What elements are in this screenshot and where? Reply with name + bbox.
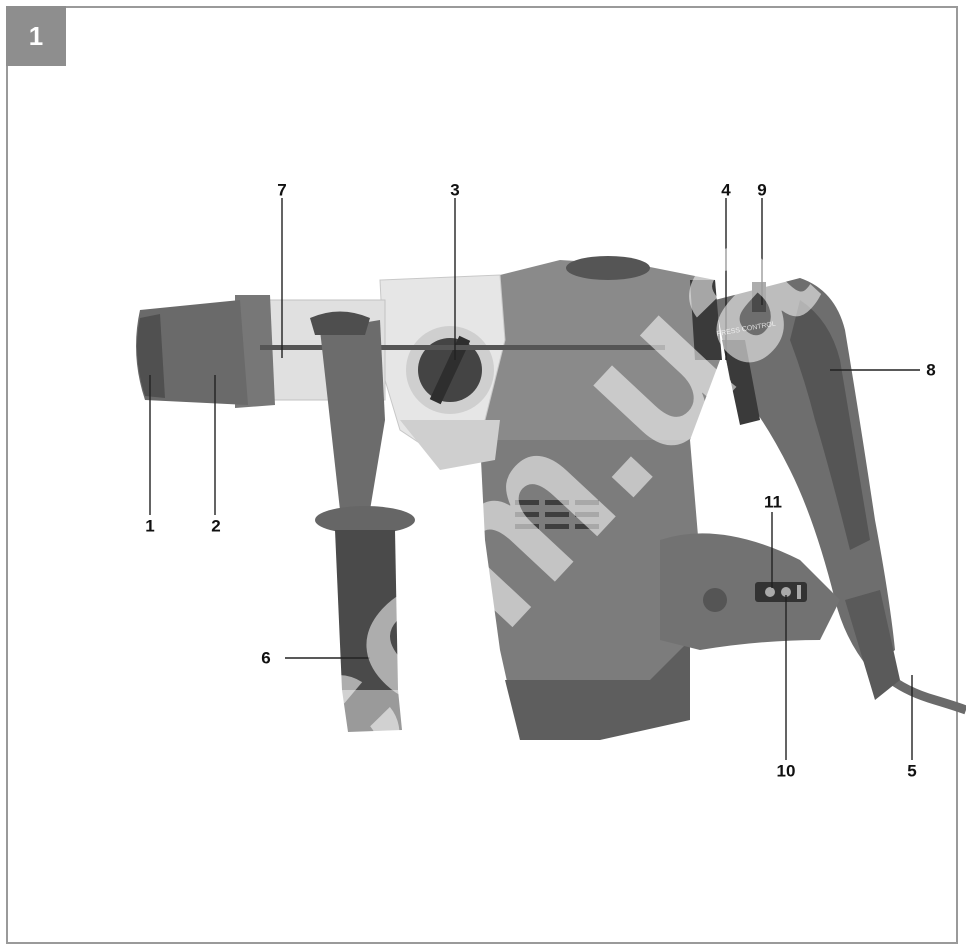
chuck-tip bbox=[136, 314, 165, 398]
callout-6: 6 bbox=[261, 648, 271, 668]
callout-1: 1 bbox=[145, 516, 155, 536]
cord-guard bbox=[845, 590, 900, 700]
callout-11: 11 bbox=[764, 492, 782, 512]
motor-bottom bbox=[505, 640, 690, 740]
front-housing-lower bbox=[400, 420, 500, 470]
handle-base bbox=[660, 533, 840, 650]
side-handle-cap bbox=[342, 690, 402, 732]
side-handle-clamp bbox=[310, 311, 370, 335]
callout-4: 4 bbox=[721, 180, 731, 200]
side-handle-flange bbox=[315, 506, 415, 534]
side-handle-arm bbox=[320, 320, 385, 510]
base-screw bbox=[703, 588, 727, 612]
callout-8: 8 bbox=[926, 360, 936, 380]
trigger-switch bbox=[722, 340, 760, 425]
rear-handle bbox=[715, 278, 895, 670]
figure-number-badge: 1 bbox=[6, 6, 66, 66]
side-handle-grip bbox=[335, 530, 398, 690]
depth-stop-rod bbox=[260, 345, 665, 350]
callout-10: 10 bbox=[776, 761, 796, 781]
callout-9: 9 bbox=[757, 180, 767, 200]
rear-ring bbox=[690, 280, 722, 360]
handle-grip-zone bbox=[790, 300, 870, 550]
callout-5: 5 bbox=[907, 761, 917, 781]
lock-button bbox=[752, 282, 766, 312]
top-cap bbox=[566, 256, 650, 280]
callout-7: 7 bbox=[277, 180, 287, 200]
leader-lines bbox=[149, 198, 920, 760]
vent-slots bbox=[515, 500, 599, 529]
callout-2: 2 bbox=[211, 516, 221, 536]
chuck-sleeve bbox=[136, 300, 248, 405]
callout-3: 3 bbox=[450, 180, 460, 200]
